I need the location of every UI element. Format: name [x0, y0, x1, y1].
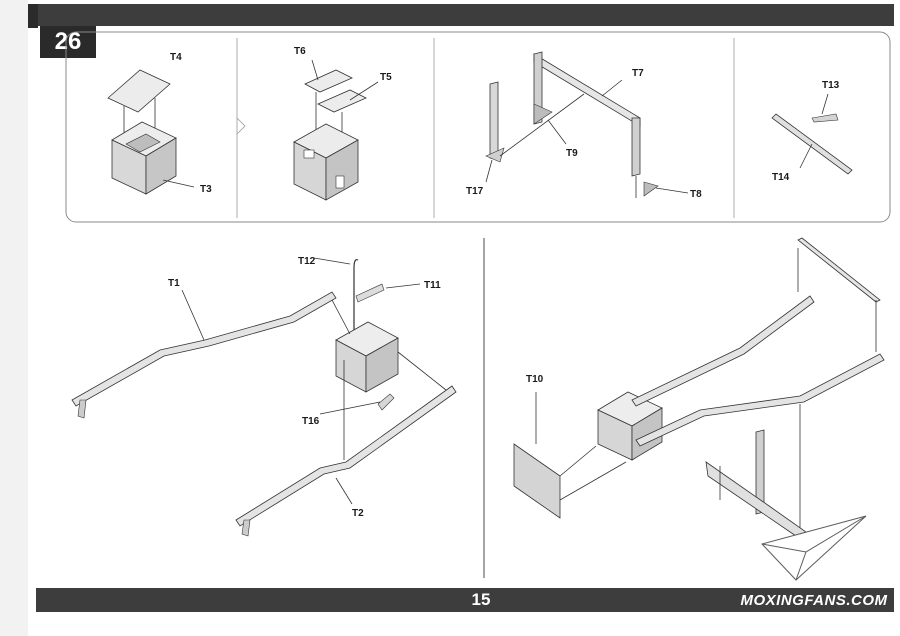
part-t1 — [71, 291, 337, 407]
part-t4-lid — [107, 69, 171, 113]
part-t9 — [533, 103, 553, 125]
part-t16 — [377, 393, 395, 411]
watermark-logo-icon — [761, 515, 867, 581]
subassembly-frame — [485, 51, 689, 198]
label-t14: T14 — [772, 172, 790, 183]
part-t10 — [513, 443, 561, 519]
part-t7 — [533, 53, 641, 127]
top-instruction-panel — [65, 31, 891, 223]
subassembly-final — [513, 237, 885, 537]
label-t13: T13 — [822, 80, 840, 91]
label-t17: T17 — [466, 186, 484, 197]
label-t16: T16 — [302, 416, 320, 427]
label-t7: T7 — [632, 68, 644, 79]
label-t10: T10 — [526, 374, 544, 385]
top-header-bar — [36, 4, 894, 26]
part-t8 — [643, 181, 659, 197]
label-t2: T2 — [352, 508, 364, 519]
part-t13 — [811, 113, 839, 123]
part-t6 — [304, 69, 353, 93]
subassembly-rod — [771, 93, 853, 175]
label-t5: T5 — [380, 72, 392, 83]
part-t5 — [317, 89, 367, 113]
label-t1: T1 — [168, 278, 180, 289]
subassembly-box-lid — [107, 69, 195, 195]
part-t17 — [489, 81, 499, 161]
page-number: 15 — [471, 590, 491, 609]
header-left-tab — [28, 4, 38, 28]
part-t2 — [235, 385, 457, 527]
label-t11: T11 — [424, 280, 441, 291]
panel-divider-notch — [236, 117, 246, 135]
part-t11 — [355, 283, 385, 303]
subassembly-rails-box — [71, 257, 457, 537]
label-t3: T3 — [200, 184, 212, 195]
subassembly-box-panels — [293, 59, 379, 201]
watermark-text: MOXINGFANS.COM — [740, 592, 888, 609]
label-t6: T6 — [294, 46, 306, 57]
label-t9: T9 — [566, 148, 578, 159]
part-t12 — [353, 259, 359, 330]
page-left-margin — [0, 0, 28, 636]
label-t12: T12 — [298, 256, 316, 267]
label-t4: T4 — [170, 52, 182, 63]
label-t8: T8 — [690, 189, 702, 200]
bottom-footer-bar — [36, 588, 894, 612]
